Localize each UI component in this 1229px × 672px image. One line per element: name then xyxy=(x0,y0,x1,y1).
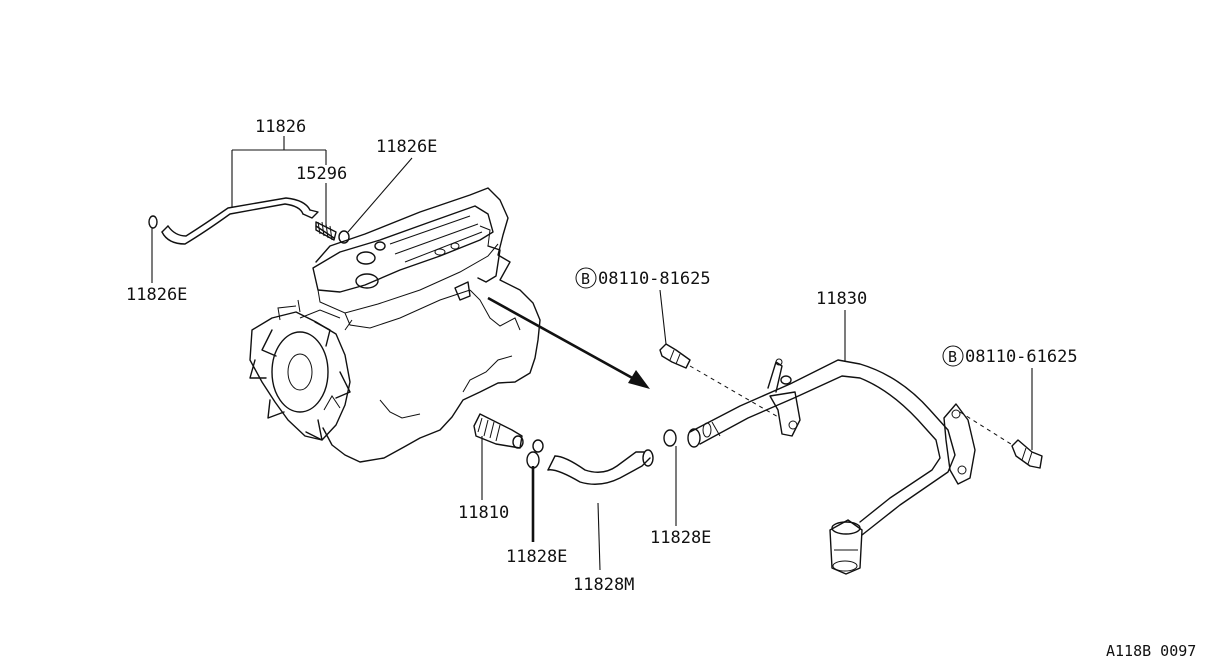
bolt-08110-61625 xyxy=(1011,439,1043,469)
bolt-81625-guide xyxy=(689,365,781,419)
drawing-code: A118B 0097 xyxy=(1106,642,1196,660)
tube-11830 xyxy=(687,358,976,575)
bolt-marker-61625: B xyxy=(942,345,964,367)
bolt-61625-guide xyxy=(959,411,1015,447)
engine-assembly xyxy=(299,187,541,463)
pcv-valve-15296 xyxy=(315,221,337,241)
connector-11810 xyxy=(473,413,524,449)
label-11826e-top: 11826E xyxy=(376,137,437,157)
bolt-marker-81625-letter: B xyxy=(581,270,590,288)
blow-by-hose-11826 xyxy=(148,197,350,245)
label-08110-61625: 08110-61625 xyxy=(965,347,1078,367)
label-08110-81625: 08110-81625 xyxy=(598,269,711,289)
fan-assembly xyxy=(249,299,353,441)
bolt-marker-61625-letter: B xyxy=(948,348,957,366)
leader-lines xyxy=(151,136,1033,571)
direction-arrow xyxy=(487,296,650,389)
hose-clamp-11828e-left xyxy=(526,451,540,469)
bolt-08110-81625 xyxy=(659,343,691,369)
label-11826e-left: 11826E xyxy=(126,285,187,305)
label-11828e-right: 11828E xyxy=(650,528,711,548)
label-11830: 11830 xyxy=(816,289,867,309)
bolt-marker-81625: B xyxy=(575,267,597,289)
hose-clamp-11828e-right xyxy=(663,429,677,447)
label-11828e-mid: 11828E xyxy=(506,547,567,567)
hose-11828m xyxy=(547,449,654,485)
hose-clamp-11828e-mid xyxy=(532,439,544,453)
label-15296: 15296 xyxy=(296,164,347,184)
label-11826: 11826 xyxy=(255,117,306,137)
label-11810: 11810 xyxy=(458,503,509,523)
label-11828m: 11828M xyxy=(573,575,634,595)
